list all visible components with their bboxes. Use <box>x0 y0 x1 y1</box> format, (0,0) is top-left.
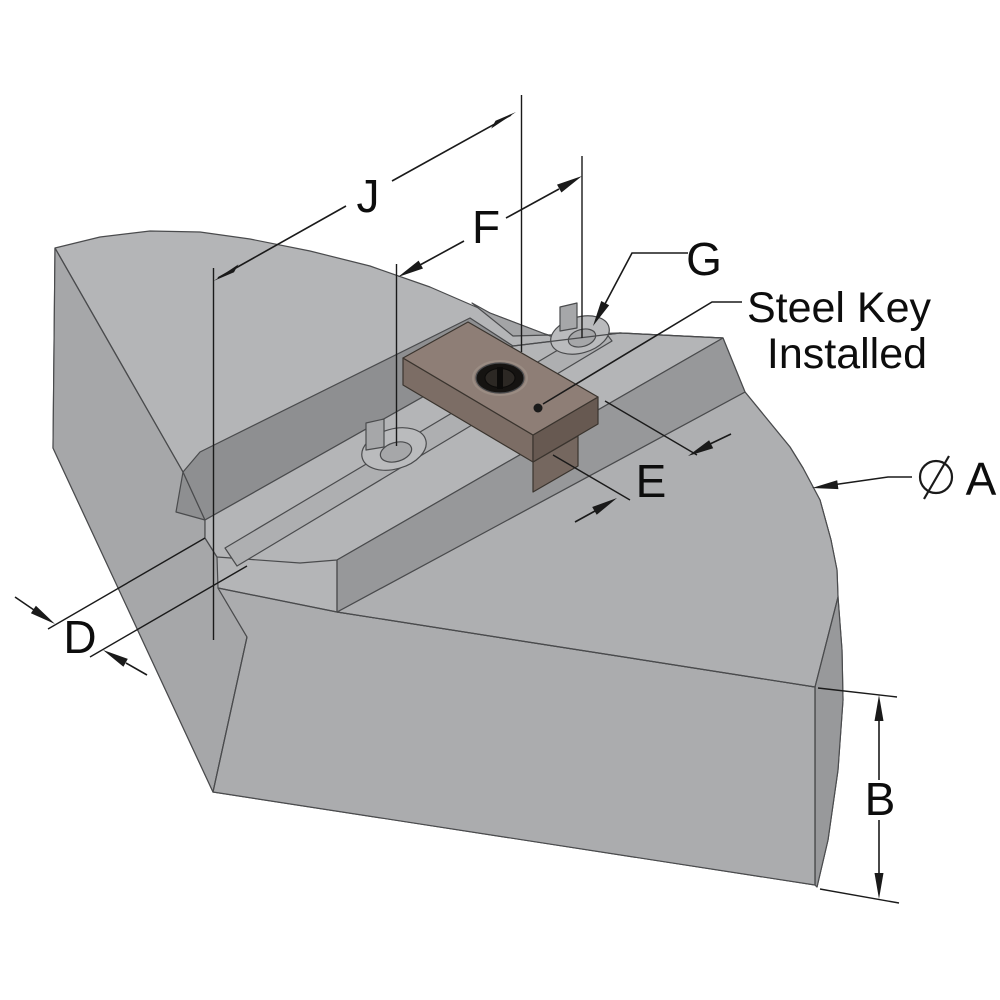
counterbore-hole-left <box>361 418 427 471</box>
steel-key <box>402 321 599 493</box>
diameter-symbol-icon <box>918 455 954 500</box>
dim-label-f: F <box>472 201 500 253</box>
screw-slot <box>497 367 503 389</box>
dimension-A: A <box>812 453 997 505</box>
dimension-F: F <box>398 176 582 277</box>
dim-label-g: G <box>686 233 722 285</box>
edge-lines <box>54 247 839 885</box>
steel-key-bore <box>472 360 528 396</box>
dim-label-a: A <box>966 453 997 505</box>
dimension-E: E <box>552 400 732 523</box>
extension-lines <box>212 95 900 904</box>
dimension-annotations: J F G Steel Key Installed <box>14 95 997 904</box>
hole-left-bore <box>379 441 413 463</box>
jaw-body <box>52 230 844 888</box>
dimension-B: B <box>865 695 896 899</box>
dim-label-j: J <box>357 170 380 222</box>
note-steel-key-line2: Installed <box>767 330 927 378</box>
dimension-D: D <box>14 537 248 676</box>
dim-label-e: E <box>636 455 667 507</box>
dim-label-d: D <box>63 611 96 663</box>
dimension-G: G <box>593 233 722 326</box>
note-steel-key-line1: Steel Key <box>747 284 932 332</box>
dimension-J: J <box>213 112 516 281</box>
hole-right-notch <box>559 302 578 332</box>
steel-key-note: Steel Key Installed <box>533 284 932 413</box>
hole-left-notch <box>365 418 385 451</box>
dim-label-b: B <box>865 773 896 825</box>
leader-dot <box>533 403 543 413</box>
